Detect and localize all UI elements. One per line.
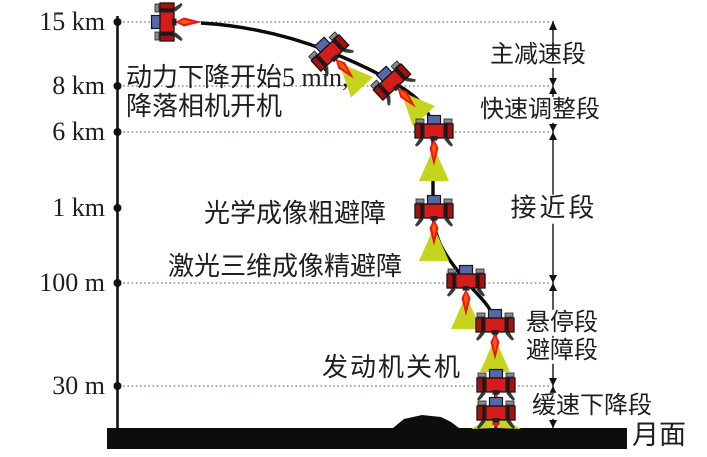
phase-label-hovering: 悬停段 xyxy=(524,309,600,337)
terrain-bump xyxy=(393,415,459,428)
annotation-engine-shutdown: 发动机关机 xyxy=(322,353,463,382)
lunar-surface-label: 月面 xyxy=(632,420,686,451)
lander-6km xyxy=(413,114,455,181)
axis-label-1km: 1 km xyxy=(52,193,105,222)
annotation-coarse-obstacle-avoidance: 光学成像粗避障 xyxy=(204,199,387,228)
axis-label-100m: 100 m xyxy=(39,268,105,297)
axis-label-30m: 30 m xyxy=(52,371,105,400)
axis-label-6km: 6 km xyxy=(52,117,105,146)
annotation-fine-obstacle-avoidance: 激光三维成像精避障 xyxy=(168,252,403,281)
lander-15km xyxy=(150,1,202,43)
phase-label-obstacle-avoidance: 避障段 xyxy=(524,337,600,365)
annotation-powered-descent-line1: 动力下降开始5 min, xyxy=(126,63,349,92)
phase-marker-line xyxy=(549,21,557,428)
phase-label-approach: 接近段 xyxy=(508,193,600,224)
axis-label-8km: 8 km xyxy=(52,71,105,100)
axis-tick-dots xyxy=(113,18,122,390)
annotation-powered-descent-start: 动力下降开始5 min, 降落相机开机 xyxy=(126,63,349,121)
lunar-surface xyxy=(107,415,627,449)
lander-hovering xyxy=(474,308,516,372)
phase-label-main-deceleration: 主减速段 xyxy=(488,41,588,69)
lander-1km xyxy=(413,194,455,261)
annotation-powered-descent-line2: 降落相机开机 xyxy=(126,91,283,121)
phase-label-rapid-adjustment: 快速调整段 xyxy=(478,96,602,124)
axis-label-15km: 15 km xyxy=(39,7,105,36)
lander-touchdown xyxy=(471,396,521,430)
phase-boundary-arrowheads xyxy=(549,21,557,428)
phase-label-slow-descent: 缓速下降段 xyxy=(530,392,654,420)
